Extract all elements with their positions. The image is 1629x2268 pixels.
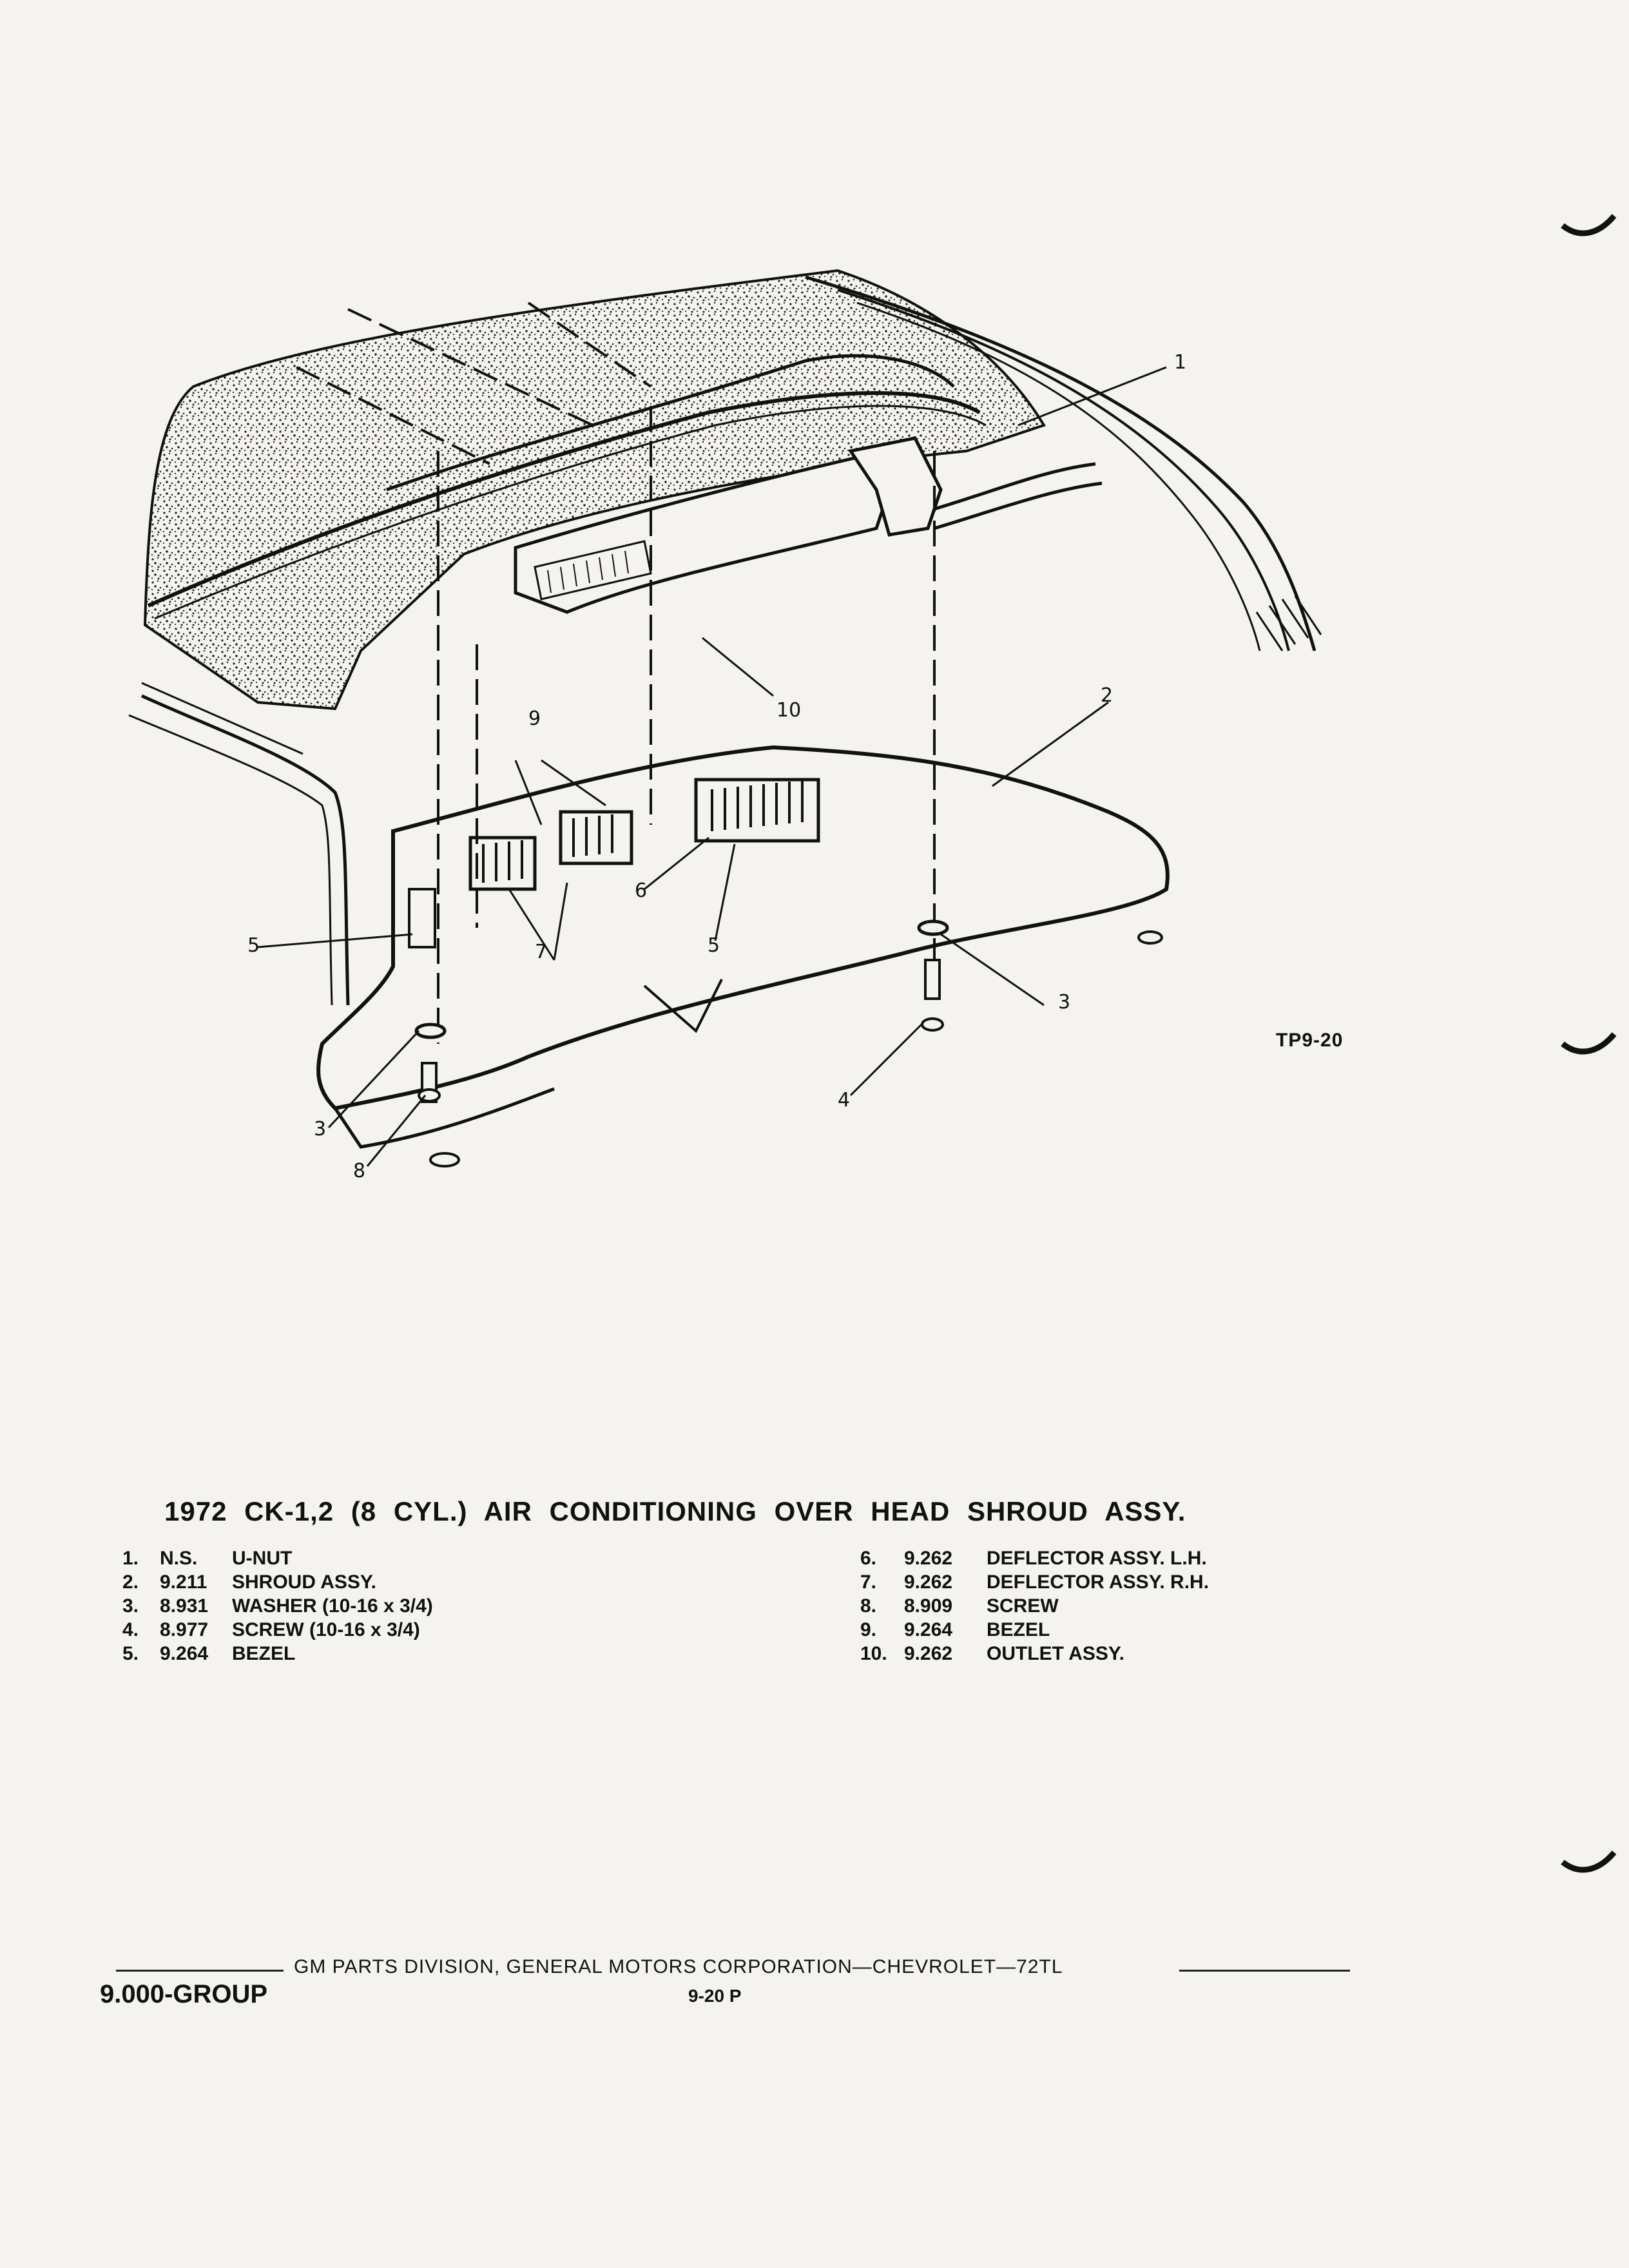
item-number: 9. <box>860 1619 877 1640</box>
item-code: 9.262 <box>904 1571 953 1593</box>
item-code: 9.264 <box>904 1619 953 1640</box>
callout-2: 2 <box>1101 684 1113 707</box>
list-item: 1. N.S. U-NUT <box>122 1546 433 1570</box>
item-number: 5. <box>122 1643 139 1664</box>
list-item: 9. 9.264 BEZEL <box>860 1618 1209 1642</box>
item-name: WASHER (10-16 x 3/4) <box>232 1595 433 1617</box>
callout-7: 7 <box>535 941 548 963</box>
item-code: 9.262 <box>904 1548 953 1569</box>
item-name: OUTLET ASSY. <box>987 1643 1124 1664</box>
list-item: 2. 9.211 SHROUD ASSY. <box>122 1570 433 1594</box>
item-code: N.S. <box>160 1548 198 1569</box>
item-number: 1. <box>122 1548 139 1569</box>
item-code: 8.977 <box>160 1619 209 1640</box>
binder-mark-icon <box>1561 214 1616 236</box>
item-name: DEFLECTOR ASSY. R.H. <box>987 1571 1210 1593</box>
shroud-exploded-diagram <box>128 269 1322 1168</box>
list-item: 4. 8.977 SCREW (10-16 x 3/4) <box>122 1618 433 1642</box>
item-name: SHROUD ASSY. <box>232 1571 376 1593</box>
item-name: DEFLECTOR ASSY. L.H. <box>987 1548 1207 1569</box>
bezel-side <box>408 888 436 948</box>
callout-9: 9 <box>528 707 541 730</box>
item-code: 9.264 <box>160 1643 209 1664</box>
callout-3-right: 3 <box>1058 991 1071 1014</box>
parts-list-right: 6. 9.262 DEFLECTOR ASSY. L.H. 7. 9.262 D… <box>860 1546 1209 1666</box>
parts-list-left: 1. N.S. U-NUT 2. 9.211 SHROUD ASSY. 3. 8… <box>122 1546 433 1666</box>
headliner-roof <box>143 269 1046 711</box>
item-code: 9.262 <box>904 1643 953 1664</box>
callout-6: 6 <box>635 879 648 902</box>
footer-publisher: GM PARTS DIVISION, GENERAL MOTORS CORPOR… <box>294 1956 1063 1977</box>
callout-1: 1 <box>1174 351 1187 374</box>
item-number: 8. <box>860 1595 877 1617</box>
item-name: SCREW (10-16 x 3/4) <box>232 1619 420 1640</box>
item-name: BEZEL <box>232 1643 296 1664</box>
page-number: 9-20 P <box>688 1986 742 2006</box>
list-item: 7. 9.262 DEFLECTOR ASSY. R.H. <box>860 1570 1209 1594</box>
vent-left <box>468 836 537 891</box>
vent-center <box>559 810 633 865</box>
callout-10: 10 <box>776 699 802 722</box>
item-number: 6. <box>860 1548 877 1569</box>
figure-code: TP9-20 <box>1276 1030 1344 1051</box>
item-name: SCREW <box>987 1595 1059 1617</box>
item-number: 7. <box>860 1571 877 1593</box>
item-number: 10. <box>860 1643 887 1664</box>
list-item: 3. 8.931 WASHER (10-16 x 3/4) <box>122 1594 433 1618</box>
footer-rule-left <box>116 1970 284 1972</box>
item-name: U-NUT <box>232 1548 293 1569</box>
callout-5-left: 5 <box>247 934 260 957</box>
binder-mark-icon <box>1561 1032 1616 1055</box>
item-code: 8.931 <box>160 1595 209 1617</box>
callout-3-left: 3 <box>314 1118 327 1140</box>
item-name: BEZEL <box>987 1619 1050 1640</box>
item-number: 3. <box>122 1595 139 1617</box>
list-item: 10. 9.262 OUTLET ASSY. <box>860 1642 1209 1666</box>
callout-8: 8 <box>353 1160 366 1182</box>
item-number: 4. <box>122 1619 139 1640</box>
binder-mark-icon <box>1561 1850 1616 1873</box>
item-number: 2. <box>122 1571 139 1593</box>
item-code: 9.211 <box>160 1571 207 1593</box>
footer-rule-right <box>1179 1970 1350 1972</box>
item-code: 8.909 <box>904 1595 953 1617</box>
vent-outlet <box>694 778 820 843</box>
callout-4: 4 <box>838 1089 851 1111</box>
list-item: 6. 9.262 DEFLECTOR ASSY. L.H. <box>860 1546 1209 1570</box>
callout-5-center: 5 <box>708 934 720 957</box>
page-title: 1972 CK-1,2 (8 CYL.) AIR CONDITIONING OV… <box>164 1496 1186 1526</box>
section-label: 9.000-GROUP <box>100 1980 268 2008</box>
list-item: 5. 9.264 BEZEL <box>122 1642 433 1666</box>
list-item: 8. 8.909 SCREW <box>860 1594 1209 1618</box>
